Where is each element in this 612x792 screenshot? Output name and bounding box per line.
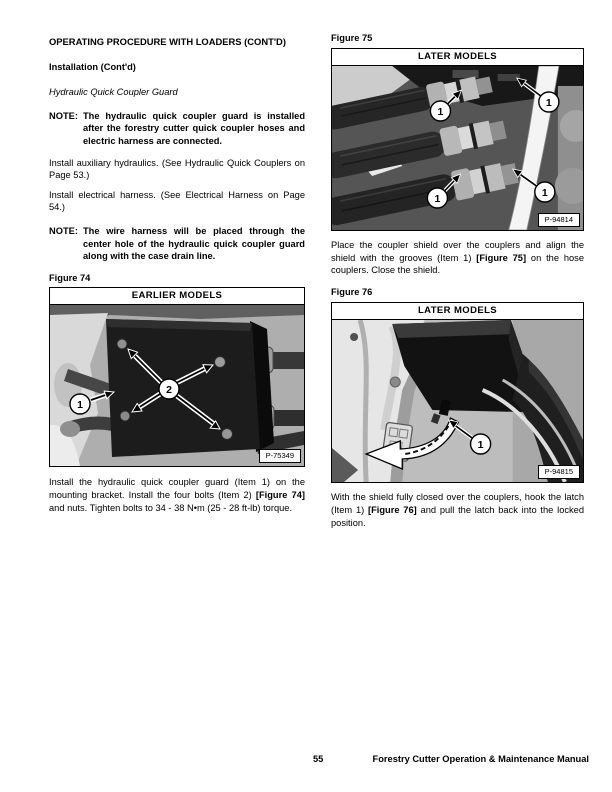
callout-2-bubble: 2 (158, 378, 180, 401)
note-text: The wire harness will be placed through … (83, 225, 305, 262)
svg-text:1: 1 (437, 106, 443, 118)
figure-76-banner: LATER MODELS (332, 302, 583, 320)
paragraph-text: Place the coupler shield over the couple… (331, 240, 584, 263)
paragraph-text: and pull the latch back into the locked … (331, 505, 584, 528)
callout-1-arrow (90, 390, 116, 403)
figure-76-reference: [Figure 76] (368, 505, 417, 516)
coupler-guard-photo-illustration: 2 1 (50, 305, 304, 467)
figure-75-reference: [Figure 75] (476, 252, 527, 263)
figure-75: LATER MODELS (331, 48, 584, 232)
svg-text:1: 1 (434, 193, 440, 205)
page-heading: OPERATING PROCEDURE WITH LOADERS (CONT'D… (49, 36, 286, 47)
caption-text: and nuts. Tighten bolts to 34 - 38 N•m (… (49, 502, 293, 513)
caption-text: Install the hydraulic quick coupler guar… (49, 477, 305, 500)
shield-latch-photo-illustration: 1 (332, 319, 583, 482)
photo-id-badge: P-94814 (537, 213, 580, 228)
callout-1-bubble: 1 (538, 91, 560, 113)
figure-76: LATER MODELS (331, 301, 584, 483)
paragraph-place-shield: Place the coupler shield over the couple… (331, 239, 584, 277)
photo-id-badge: P-75349 (258, 449, 301, 464)
paragraph-text: on the hose couplers. Close the shield. (331, 252, 584, 276)
svg-text:1: 1 (478, 439, 484, 451)
callout-1-bubble: 1 (426, 187, 449, 209)
groove-arrows (442, 77, 543, 193)
callout-1-bubble: 1 (534, 181, 556, 203)
page-number: 55 (313, 754, 324, 764)
paragraph-aux-hydraulics: Install auxiliary hydraulics. (See Hydra… (49, 157, 305, 181)
note-block-1: NOTE: The hydraulic quick coupler guard … (49, 110, 305, 148)
motion-arrow (364, 417, 460, 470)
note-block-2: NOTE: The wire harness will be placed th… (49, 225, 305, 263)
hose-row-2 (332, 120, 507, 179)
latch-arrow (447, 419, 474, 440)
note-label: NOTE: (49, 110, 78, 121)
figure-74-label: Figure 74 (49, 272, 91, 283)
manual-title: Forestry Cutter Operation & Maintenance … (372, 754, 589, 764)
section-title-coupler-guard: Hydraulic Quick Coupler Guard (49, 87, 178, 98)
left-column: OPERATING PROCEDURE WITH LOADERS (CONT'D… (49, 36, 305, 514)
note-label: NOTE: (49, 225, 78, 236)
figure-76-photo: 1 P-94815 (332, 319, 583, 482)
paragraph-electrical-harness: Install electrical harness. (See Electri… (49, 189, 305, 213)
svg-text:1: 1 (542, 187, 548, 199)
figure-75-label: Figure 75 (331, 33, 373, 43)
svg-text:1: 1 (546, 97, 552, 109)
figure-74: EARLIER MODELS (49, 287, 305, 468)
note-text: The hydraulic quick coupler guard is ins… (83, 110, 305, 146)
svg-text:2: 2 (166, 384, 172, 396)
photo-id-badge: P-94815 (537, 464, 580, 479)
callout-1-bubble: 1 (429, 100, 452, 122)
paragraph-text: With the shield fully closed over the co… (331, 492, 584, 516)
callout-1-bubble: 1 (469, 433, 492, 455)
callout-1-bubble: 1 (69, 393, 91, 416)
hose-couplers-photo-illustration: 1 1 1 1 (332, 66, 583, 231)
figure-75-banner: LATER MODELS (332, 49, 583, 67)
figure-74-reference: [Figure 74] (255, 489, 305, 500)
figure-74-caption: Install the hydraulic quick coupler guar… (49, 476, 305, 514)
svg-text:1: 1 (77, 399, 83, 411)
figure-74-photo: 2 1 P-75349 (50, 305, 304, 467)
hose-row-1 (332, 76, 493, 130)
right-column: Figure 75 LATER MODELS (331, 32, 584, 529)
hose-row-3 (332, 163, 519, 226)
figure-76-label: Figure 76 (331, 287, 373, 298)
paragraph-hook-latch: With the shield fully closed over the co… (331, 491, 584, 529)
figure-75-photo: 1 1 1 1 P-94814 (332, 66, 583, 231)
callout-2-arrows (127, 348, 221, 430)
figure-74-banner: EARLIER MODELS (50, 288, 304, 306)
subheading-installation: Installation (Cont'd) (49, 61, 136, 72)
